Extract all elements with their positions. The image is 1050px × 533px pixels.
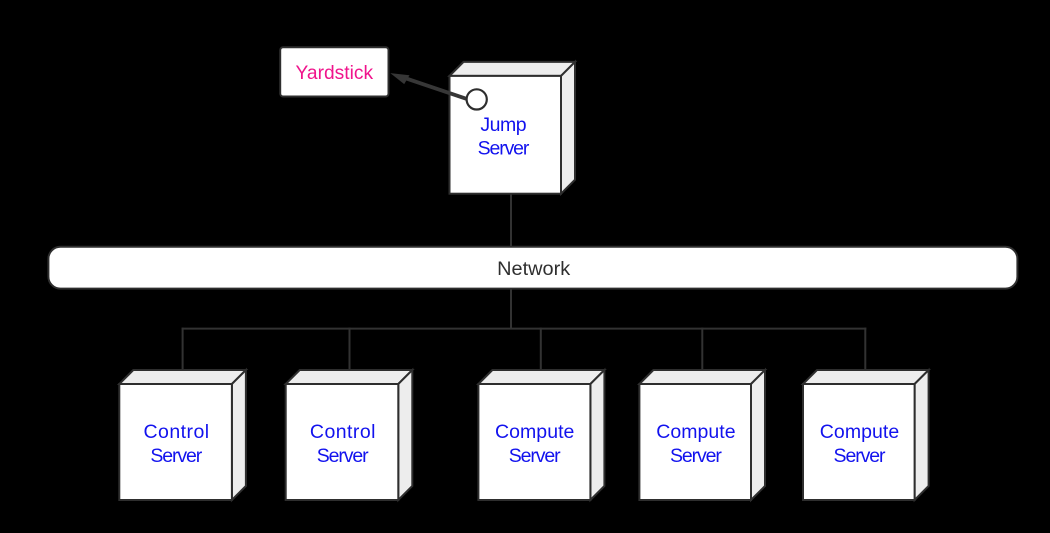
- svg-text:Server: Server: [509, 445, 561, 467]
- svg-text:Server: Server: [150, 445, 202, 467]
- svg-text:Compute: Compute: [820, 421, 899, 443]
- svg-text:Server: Server: [317, 445, 369, 467]
- svg-text:Control: Control: [144, 421, 210, 443]
- svg-text:Server: Server: [670, 445, 722, 467]
- svg-text:Compute: Compute: [495, 421, 574, 443]
- svg-text:Server: Server: [478, 137, 530, 159]
- svg-text:Yardstick: Yardstick: [296, 62, 374, 84]
- svg-text:Server: Server: [834, 445, 886, 467]
- svg-text:Compute: Compute: [656, 421, 735, 443]
- svg-text:Jump: Jump: [480, 114, 526, 136]
- svg-text:Network: Network: [497, 258, 570, 280]
- svg-text:Control: Control: [310, 421, 376, 443]
